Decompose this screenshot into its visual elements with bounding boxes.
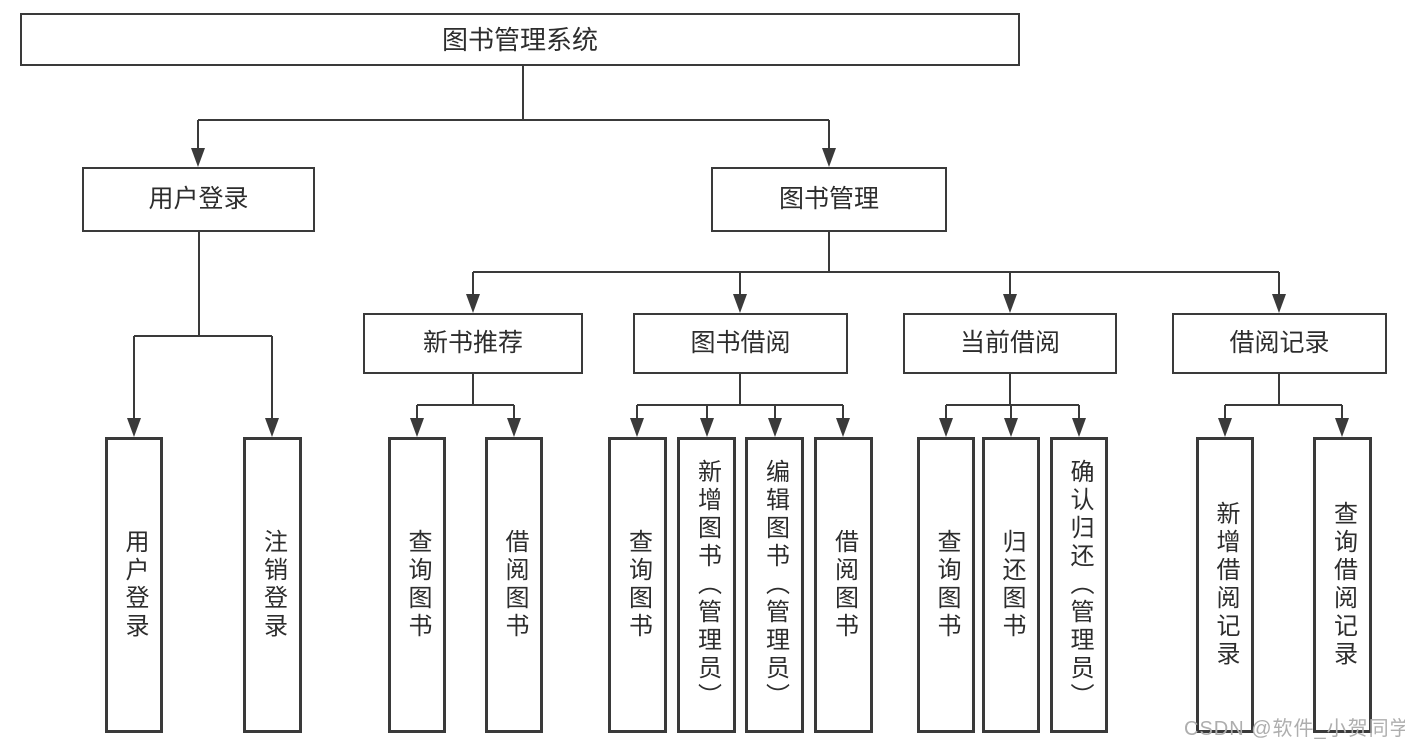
leaf-borrow-books-borrowing: 借阅图书 [814, 437, 873, 733]
leaf-edit-book-admin-label: 编辑图书（管理员） [761, 459, 789, 711]
leaf-add-borrow-record-label: 新增借阅记录 [1212, 501, 1239, 669]
leaf-add-book-admin-label: 新增图书（管理员） [693, 459, 721, 711]
leaf-user-login-label: 用户登录 [121, 529, 148, 641]
leaf-query-borrow-record-label: 查询借阅记录 [1329, 501, 1357, 669]
leaf-logout-login: 注销登录 [243, 437, 302, 733]
node-book-management: 图书管理 [711, 167, 947, 232]
node-user-login: 用户登录 [82, 167, 315, 232]
leaf-return-books: 归还图书 [982, 437, 1040, 733]
leaf-confirm-return-admin-label: 确认归还（管理员） [1066, 459, 1093, 711]
leaf-query-books-borrowing-label: 查询图书 [624, 529, 652, 641]
leaf-edit-book-admin: 编辑图书（管理员） [745, 437, 804, 733]
leaf-borrow-books-recommend-label: 借阅图书 [501, 529, 528, 641]
leaf-return-books-label: 归还图书 [998, 529, 1025, 641]
arrowheads [127, 148, 1349, 437]
node-borrowing-records: 借阅记录 [1172, 313, 1387, 374]
node-new-book-recommend: 新书推荐 [363, 313, 583, 374]
watermark: CSDN @软件_小贺同学 [1184, 718, 1405, 740]
leaf-borrow-books-recommend: 借阅图书 [485, 437, 543, 733]
leaf-add-borrow-record: 新增借阅记录 [1196, 437, 1254, 733]
leaf-query-books-borrowing: 查询图书 [608, 437, 667, 733]
leaf-query-borrow-record: 查询借阅记录 [1313, 437, 1372, 733]
node-book-borrowing: 图书借阅 [633, 313, 848, 374]
leaf-confirm-return-admin: 确认归还（管理员） [1050, 437, 1108, 733]
leaf-query-books-current-label: 查询图书 [933, 529, 960, 641]
node-current-borrowing: 当前借阅 [903, 313, 1117, 374]
leaf-logout-login-label: 注销登录 [259, 529, 287, 641]
leaf-user-login: 用户登录 [105, 437, 163, 733]
leaf-query-books-recommend: 查询图书 [388, 437, 446, 733]
leaf-query-books-recommend-label: 查询图书 [404, 529, 431, 641]
leaf-borrow-books-borrowing-label: 借阅图书 [830, 529, 858, 641]
leaf-add-book-admin: 新增图书（管理员） [677, 437, 736, 733]
leaf-query-books-current: 查询图书 [917, 437, 975, 733]
node-library-system: 图书管理系统 [20, 13, 1020, 66]
